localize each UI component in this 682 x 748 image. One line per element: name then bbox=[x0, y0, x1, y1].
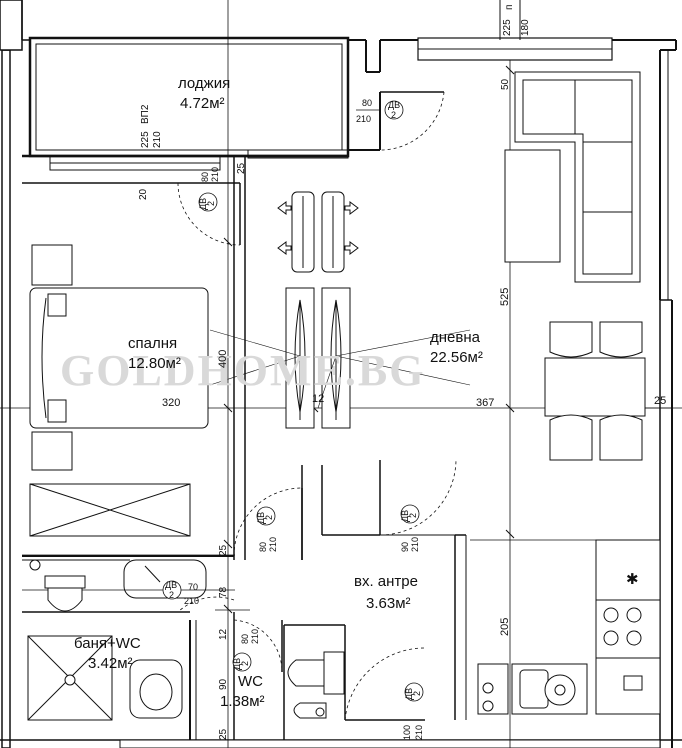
svg-text:90: 90 bbox=[400, 542, 410, 552]
dim-label-78: 78 bbox=[218, 586, 229, 598]
svg-text:2: 2 bbox=[169, 590, 174, 600]
svg-text:210: 210 bbox=[210, 167, 220, 182]
svg-text:2: 2 bbox=[391, 110, 396, 120]
svg-text:2: 2 bbox=[264, 515, 274, 520]
dim-living-width: 367 bbox=[476, 397, 494, 409]
svg-text:2: 2 bbox=[412, 691, 422, 696]
svg-text:210: 210 bbox=[184, 596, 199, 606]
bath-name: баня+WC bbox=[74, 635, 141, 652]
loggia-name: лоджия bbox=[178, 75, 230, 92]
dim-vp2: ВП2 bbox=[140, 104, 151, 124]
bedroom-area: 12.80м² bbox=[128, 355, 181, 372]
light-lines bbox=[209, 329, 471, 409]
svg-text:2: 2 bbox=[206, 201, 216, 206]
dim-label-20: 20 bbox=[138, 188, 149, 200]
svg-text:80: 80 bbox=[240, 634, 250, 644]
dim-v90: 90 bbox=[218, 678, 229, 690]
svg-text:ДВ: ДВ bbox=[404, 688, 414, 700]
living-name: дневна bbox=[430, 329, 481, 346]
dim-top-225: 225 bbox=[502, 19, 513, 36]
wc-name: WC bbox=[238, 673, 263, 690]
svg-text:70: 70 bbox=[188, 582, 198, 592]
dim-bedroom-width: 320 bbox=[162, 397, 180, 409]
svg-text:100: 100 bbox=[402, 725, 412, 740]
dim-win-225: 225 bbox=[140, 131, 151, 148]
bath-area: 3.42м² bbox=[88, 655, 133, 672]
radiators bbox=[285, 287, 351, 429]
svg-text:210: 210 bbox=[250, 629, 260, 644]
dim-v25-a: 25 bbox=[236, 162, 247, 174]
svg-text:ДВ: ДВ bbox=[165, 580, 177, 590]
wc-area: 1.38м² bbox=[220, 693, 265, 710]
bed-balcony-door bbox=[177, 182, 241, 246]
dim-small-12: 12 bbox=[312, 393, 324, 405]
dim-bedroom-depth: 400 bbox=[217, 350, 229, 368]
svg-text:ДВ: ДВ bbox=[256, 512, 266, 524]
svg-text:80: 80 bbox=[258, 542, 268, 552]
svg-text:ДВ: ДВ bbox=[400, 510, 410, 522]
svg-text:80: 80 bbox=[362, 98, 372, 108]
dim-v12: 12 bbox=[218, 628, 229, 640]
dim-top-p: п bbox=[504, 5, 515, 10]
hall-name: вх. антре bbox=[354, 573, 418, 590]
living-area: 22.56м² bbox=[430, 349, 483, 366]
bath-fixtures bbox=[27, 559, 207, 721]
kitchen bbox=[477, 539, 661, 715]
door-swings bbox=[177, 459, 457, 721]
dim-hall-depth: 205 bbox=[499, 618, 511, 636]
hob-symbol: ✱ bbox=[626, 571, 639, 588]
dim-living-depth: 525 bbox=[499, 288, 511, 306]
loggia-area: 4.72м² bbox=[180, 95, 225, 112]
dim-right-25: 25 bbox=[654, 395, 666, 407]
dim-top-180: 180 bbox=[520, 19, 531, 36]
svg-text:ДВ: ДВ bbox=[198, 198, 208, 210]
dim-win-210: 210 bbox=[152, 131, 163, 148]
door-tag-bath: ДВ 2 70 210 bbox=[162, 580, 199, 606]
windows bbox=[49, 149, 349, 171]
svg-text:210: 210 bbox=[356, 114, 371, 124]
svg-text:ДВ: ДВ bbox=[232, 658, 242, 670]
svg-text:2: 2 bbox=[408, 513, 418, 518]
living-furniture bbox=[504, 71, 646, 461]
door-tag-bedroom: 80 210 ДВ 2 bbox=[256, 506, 278, 552]
dim-top-50: 50 bbox=[500, 78, 511, 90]
dim-v25-b: 25 bbox=[218, 544, 229, 556]
watermark: GOLDHOME.BG bbox=[60, 346, 425, 395]
loggia-door bbox=[379, 91, 445, 151]
door-tag-living: 90 210 ДВ 2 bbox=[400, 504, 420, 552]
wc-fixtures bbox=[287, 651, 345, 719]
svg-text:210: 210 bbox=[414, 725, 424, 740]
ac-units bbox=[277, 191, 359, 273]
dim-v25-c: 25 bbox=[218, 728, 229, 740]
door-tag-entry: 100 210 ДВ 2 bbox=[402, 682, 424, 740]
door-tag-loggia: 80 210 ДВ 2 bbox=[356, 98, 404, 124]
svg-text:210: 210 bbox=[410, 537, 420, 552]
svg-text:210: 210 bbox=[268, 537, 278, 552]
hall-area: 3.63м² bbox=[366, 595, 411, 612]
bedroom-furniture bbox=[29, 244, 209, 537]
bedroom-name: спалня bbox=[128, 335, 177, 352]
door-tag-bed-balcony: 80 210 ДВ 2 bbox=[198, 167, 220, 212]
svg-text:2: 2 bbox=[240, 661, 250, 666]
svg-text:ДВ: ДВ bbox=[388, 100, 400, 110]
door-tag-wc: 80 210 ДВ 2 bbox=[232, 629, 260, 672]
svg-text:80: 80 bbox=[200, 172, 210, 182]
